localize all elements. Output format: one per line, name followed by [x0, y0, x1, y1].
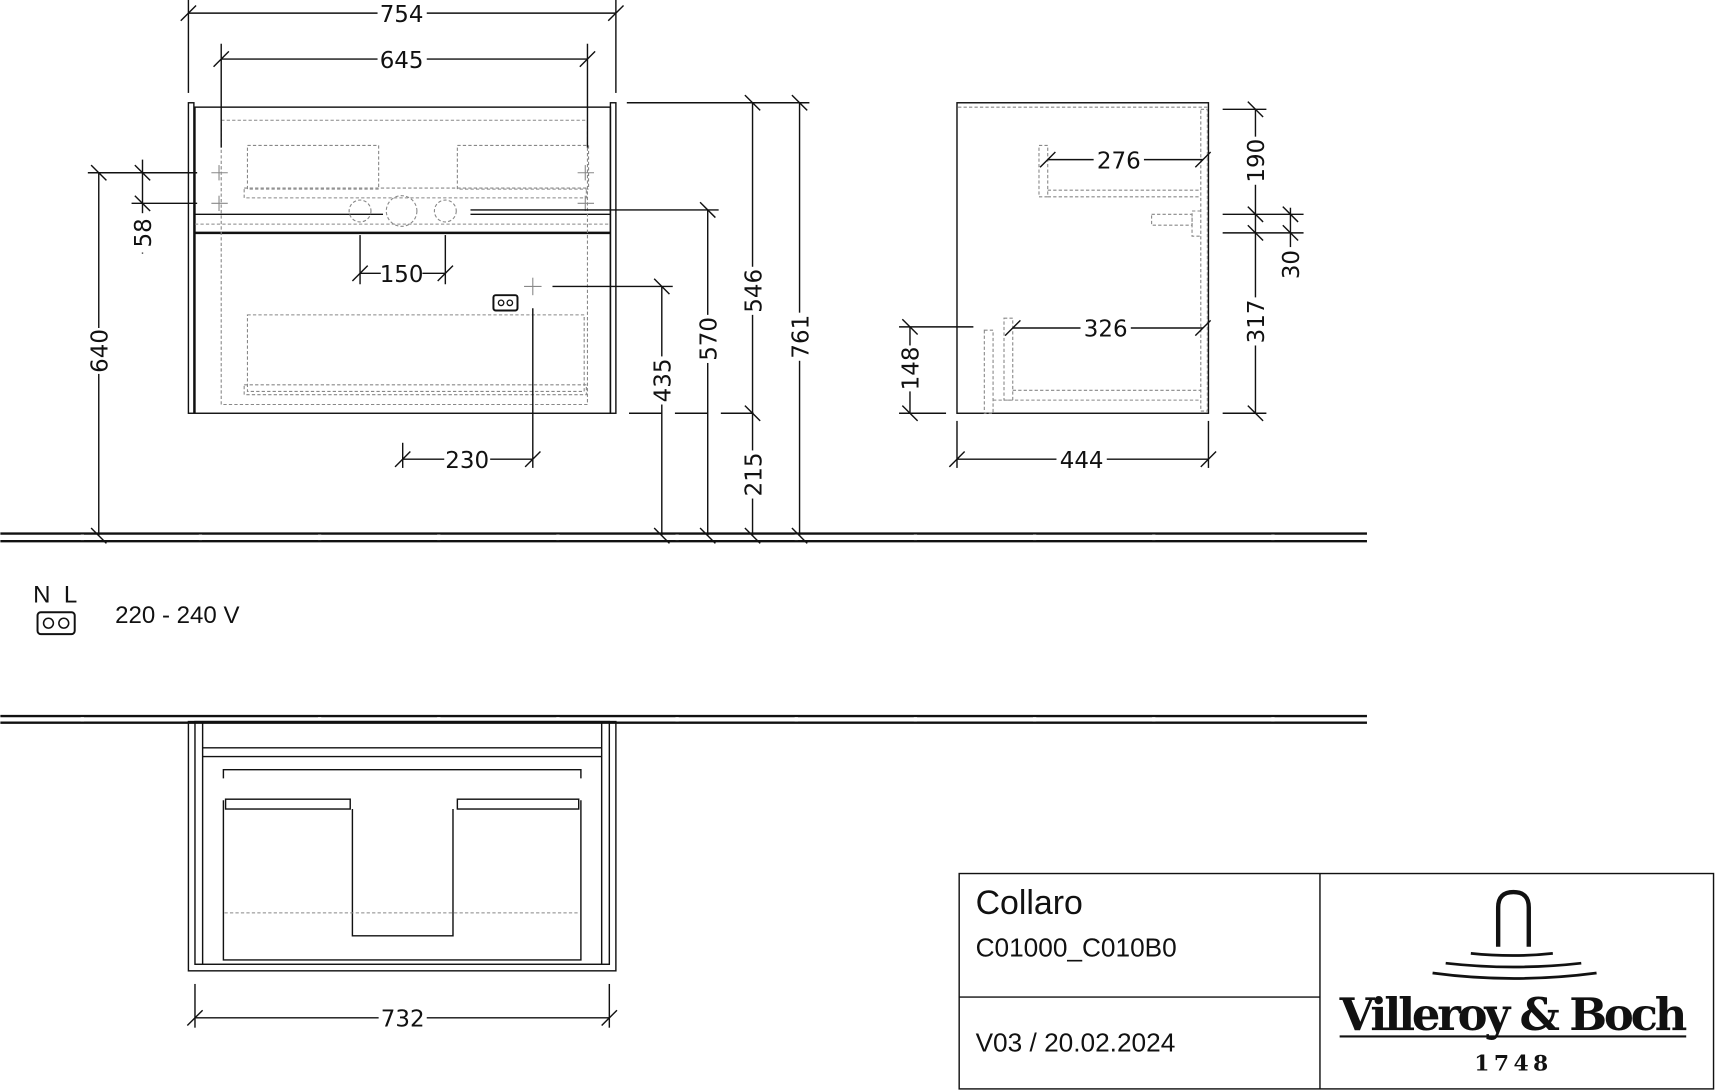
dim-732: 732 [381, 1007, 425, 1033]
dim-317: 317 [1244, 300, 1270, 344]
dim-645: 645 [380, 48, 424, 74]
dim-30: 30 [1279, 250, 1305, 279]
top-dimensions: 732 [186, 983, 618, 1033]
dim-215: 215 [741, 453, 767, 497]
side-dimensions: 276 326 190 317 30 148 444 [897, 101, 1305, 474]
front-view [187, 102, 617, 414]
title-block: Collaro C01000_C010B0 V03 / 20.02.2024 V… [958, 872, 1715, 1090]
side-view [956, 102, 1210, 414]
dim-326: 326 [1084, 317, 1128, 343]
brand-year: 1748 [1474, 1050, 1552, 1076]
product-code: C01000_C010B0 [976, 933, 1177, 963]
top-view [187, 720, 617, 972]
dim-230: 230 [445, 448, 489, 474]
socket-icon [36, 611, 76, 636]
dim-150: 150 [380, 262, 424, 288]
voltage-label: 220 - 240 V [115, 602, 239, 629]
dim-58: 58 [131, 218, 157, 247]
dim-190: 190 [1244, 139, 1270, 183]
brand-logo: Villeroy & Boch 1748 [1339, 889, 1688, 1076]
floor-line-upper [0, 532, 1367, 543]
electrical-legend: N L 220 - 240 V [33, 581, 240, 636]
version-date: V03 / 20.02.2024 [976, 1028, 1176, 1058]
dim-570: 570 [696, 317, 722, 361]
front-dimensions: 754 645 150 230 640 58 435 [88, 0, 814, 544]
product-name: Collaro [976, 884, 1083, 922]
phase-labels: N L [33, 581, 77, 608]
dim-444: 444 [1060, 448, 1104, 474]
dim-640: 640 [88, 329, 114, 373]
dim-276: 276 [1097, 148, 1141, 174]
dim-435: 435 [651, 359, 677, 403]
dim-761: 761 [788, 315, 814, 359]
dim-148: 148 [899, 347, 925, 391]
dim-546: 546 [741, 269, 767, 313]
dim-754: 754 [380, 2, 424, 28]
socket-icon [492, 294, 519, 312]
wall-line-lower [0, 714, 1367, 724]
brand-name: Villeroy & Boch [1339, 988, 1688, 1041]
